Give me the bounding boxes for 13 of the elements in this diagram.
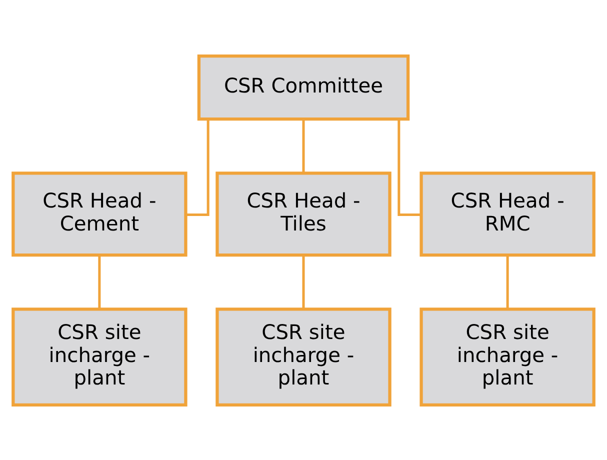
node-box: CSR Head - Cement bbox=[12, 171, 188, 256]
node-box: CSR Head - RMC bbox=[420, 171, 596, 256]
connector bbox=[302, 254, 305, 309]
node-box: CSR site incharge - plant bbox=[420, 307, 596, 406]
node-box: CSR site incharge - plant bbox=[216, 307, 392, 406]
connector bbox=[506, 254, 509, 309]
connector bbox=[186, 118, 210, 216]
node-box: CSR Head - Tiles bbox=[216, 171, 392, 256]
node-box: CSR Committee bbox=[197, 54, 410, 120]
connector bbox=[98, 254, 101, 309]
connector bbox=[398, 118, 421, 216]
connector bbox=[302, 118, 305, 172]
node-box: CSR site incharge - plant bbox=[12, 307, 188, 406]
